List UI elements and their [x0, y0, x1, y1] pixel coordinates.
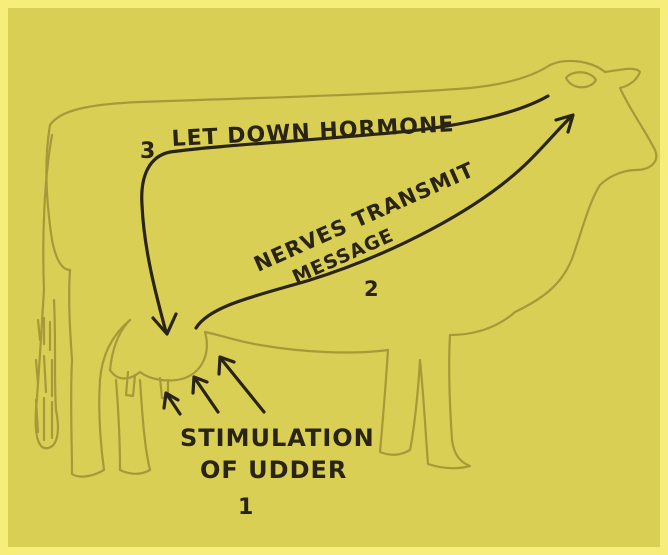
cow-head: [515, 61, 656, 312]
cow-belly: [205, 332, 388, 352]
nerve-path: [196, 116, 572, 328]
cow-back-line: [50, 65, 550, 125]
stimulation-arrow-middle: [196, 380, 218, 412]
cow-tail-switch: [36, 318, 52, 440]
cow-tail: [36, 135, 58, 448]
step1-label-line2: OF UDDER: [200, 456, 347, 484]
cow-front-leg: [380, 312, 515, 468]
stimulation-arrows: [164, 357, 264, 414]
step3-label: LET DOWN HORMONE: [171, 112, 455, 152]
cow-udder: [110, 320, 207, 380]
stimulation-arrow-right: [222, 360, 264, 412]
step1-number: 1: [238, 495, 254, 520]
step3-number: 3: [140, 139, 156, 164]
cow-eye: [566, 72, 596, 87]
cow-hind-leg: [69, 270, 130, 477]
step2-number: 2: [364, 277, 380, 301]
step1-label-line1: STIMULATION: [180, 424, 375, 452]
